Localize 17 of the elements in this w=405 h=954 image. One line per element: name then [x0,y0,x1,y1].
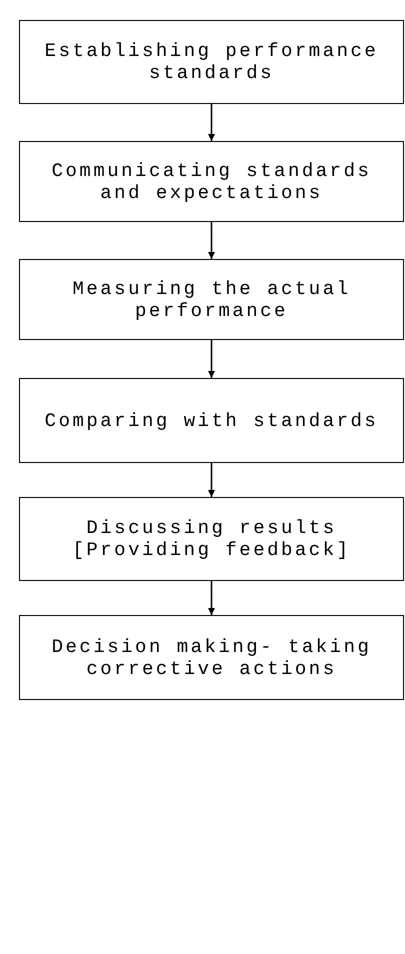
step-text: Measuring the actual performance [71,278,352,322]
step-text: Decision making- taking corrective actions [50,636,372,680]
process-box [19,615,404,700]
step-text: Establishing performance standards [44,40,380,84]
process-box [19,141,404,222]
arrow [208,104,215,141]
process-box [19,378,404,463]
arrow [208,581,215,615]
arrow [208,222,215,259]
process-box [19,259,404,340]
process-box [19,497,404,581]
arrow [208,340,215,378]
step-text: Comparing with standards [44,410,378,432]
process-box [19,20,404,104]
step-text: Discussing results [Providing feedback] [71,517,352,561]
arrow [208,463,215,497]
step-text: Communicating standards and expectations [50,160,372,204]
